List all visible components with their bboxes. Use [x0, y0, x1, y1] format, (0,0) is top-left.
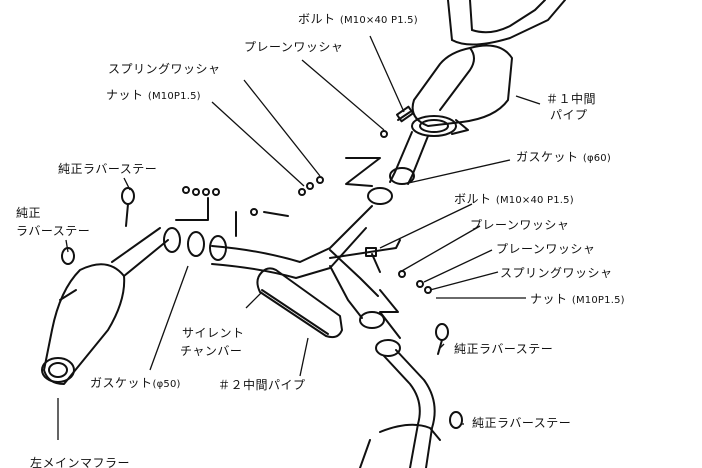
label-gasket-60: ガスケット (φ60): [516, 150, 611, 164]
label-spring-washer-top: スプリングワッシャ: [108, 62, 221, 76]
label-mid-pipe-1-line2: パイプ: [550, 108, 588, 122]
label-mid-pipe-2: ＃２中間パイプ: [218, 378, 306, 392]
label-rubber-stay-upper-left: 純正ラバーステー: [58, 162, 158, 176]
mid-pipe-2-body: [211, 205, 401, 357]
lower-right-pipe: [359, 349, 441, 468]
mid-pipe-1-muffler: [411, 44, 513, 137]
label-spring-washer-right: スプリングワッシャ: [500, 266, 613, 280]
label-nut-right: ナット (M10P1.5): [530, 292, 625, 306]
label-left-main-muffler: 左メインマフラー: [30, 456, 131, 468]
label-rubber-stay-left-line1: 純正: [16, 206, 42, 220]
label-nut-top: ナット (M10P1.5): [106, 88, 201, 102]
label-rubber-stay-right-1: 純正ラバーステー: [454, 342, 554, 356]
bolt-stack-left: [175, 186, 289, 237]
label-rubber-stay-right-2: 純正ラバーステー: [472, 416, 572, 430]
label-bolt-top: ボルト (M10×40 P1.5): [298, 12, 418, 26]
label-plain-washer-top: プレーンワッシャ: [244, 40, 344, 54]
left-flanges: [163, 227, 227, 261]
label-rubber-stay-left-line2: ラバーステー: [16, 224, 91, 238]
label-bolt-right: ボルト (M10×40 P1.5): [454, 192, 574, 206]
label-silent-chamber-line1: サイレント: [182, 326, 245, 340]
bolt-stack-right: [365, 247, 432, 339]
silent-chamber: [256, 267, 343, 339]
label-mid-pipe-1-line1: ＃１中間: [546, 92, 597, 106]
label-plain-washer-right-2: プレーンワッシャ: [496, 242, 596, 256]
left-main-muffler: [41, 227, 169, 385]
mid-pipe-1-body: [367, 131, 429, 205]
bolt-stack-top: [298, 105, 415, 196]
label-gasket-50: ガスケット(φ50): [90, 376, 181, 390]
upper-tail-pipe: [447, 0, 566, 46]
label-plain-washer-right-1: プレーンワッシャ: [470, 218, 570, 232]
rubber-stays: [61, 187, 463, 429]
leader-lines: [57, 35, 541, 440]
label-silent-chamber-line2: チャンバー: [180, 344, 243, 358]
